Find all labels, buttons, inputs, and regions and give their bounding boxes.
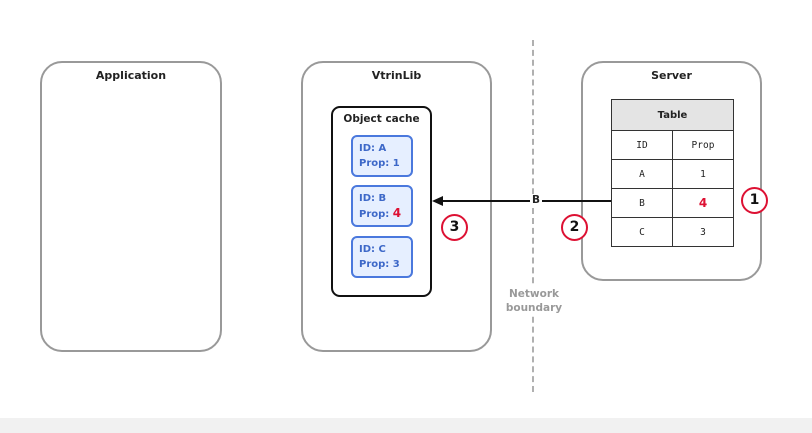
prop-value: 3 [392,259,400,270]
table-cell-prop-updated: 4 [672,188,734,218]
vtrinlib-title: VtrinLib [371,69,422,82]
table-header-prop: Prop [672,130,734,160]
network-boundary-line [532,40,534,392]
step-3-badge: 3 [441,214,468,241]
table-cell-id: A [611,159,673,189]
table-row: A 1 [611,159,734,189]
table-title-row: Table [611,99,734,131]
prop-label: Prop: [359,209,390,220]
network-label-line1: Network [508,288,559,300]
prop-value: 1 [392,158,400,169]
network-boundary-label: Network boundary [498,287,570,315]
table-cell-prop: 3 [672,217,734,247]
network-label-line2: boundary [505,302,563,314]
table-title: Table [611,99,734,131]
table-row: C 3 [611,217,734,247]
application-panel: Application [40,61,222,352]
table-row: B 4 [611,188,734,218]
object-cache-title: Object cache [343,113,420,125]
cache-object-a: ID: A Prop: 1 [351,135,413,177]
prop-label: Prop: [359,158,390,169]
step-2-badge: 2 [561,214,588,241]
server-title: Server [651,69,692,82]
object-id: ID: B [359,193,387,204]
table-header-id: ID [611,130,673,160]
arrow-label: B [530,194,542,207]
table-cell-id: B [611,188,673,218]
object-id: ID: C [359,244,386,255]
object-id: ID: A [359,143,387,154]
application-title: Application [95,69,167,82]
table-header-row: ID Prop [611,130,734,160]
prop-value-updated: 4 [392,206,402,220]
step-1-badge: 1 [741,187,768,214]
table-cell-id: C [611,217,673,247]
object-prop: Prop: 4 [359,206,411,222]
cache-object-c: ID: C Prop: 3 [351,236,413,278]
table-cell-prop: 1 [672,159,734,189]
object-prop: Prop: 3 [359,257,411,272]
object-prop: Prop: 1 [359,156,411,171]
cache-object-b: ID: B Prop: 4 [351,185,413,227]
bottom-strip [0,418,812,433]
server-table: Table ID Prop A 1 B 4 C 3 [611,99,734,247]
prop-label: Prop: [359,259,390,270]
